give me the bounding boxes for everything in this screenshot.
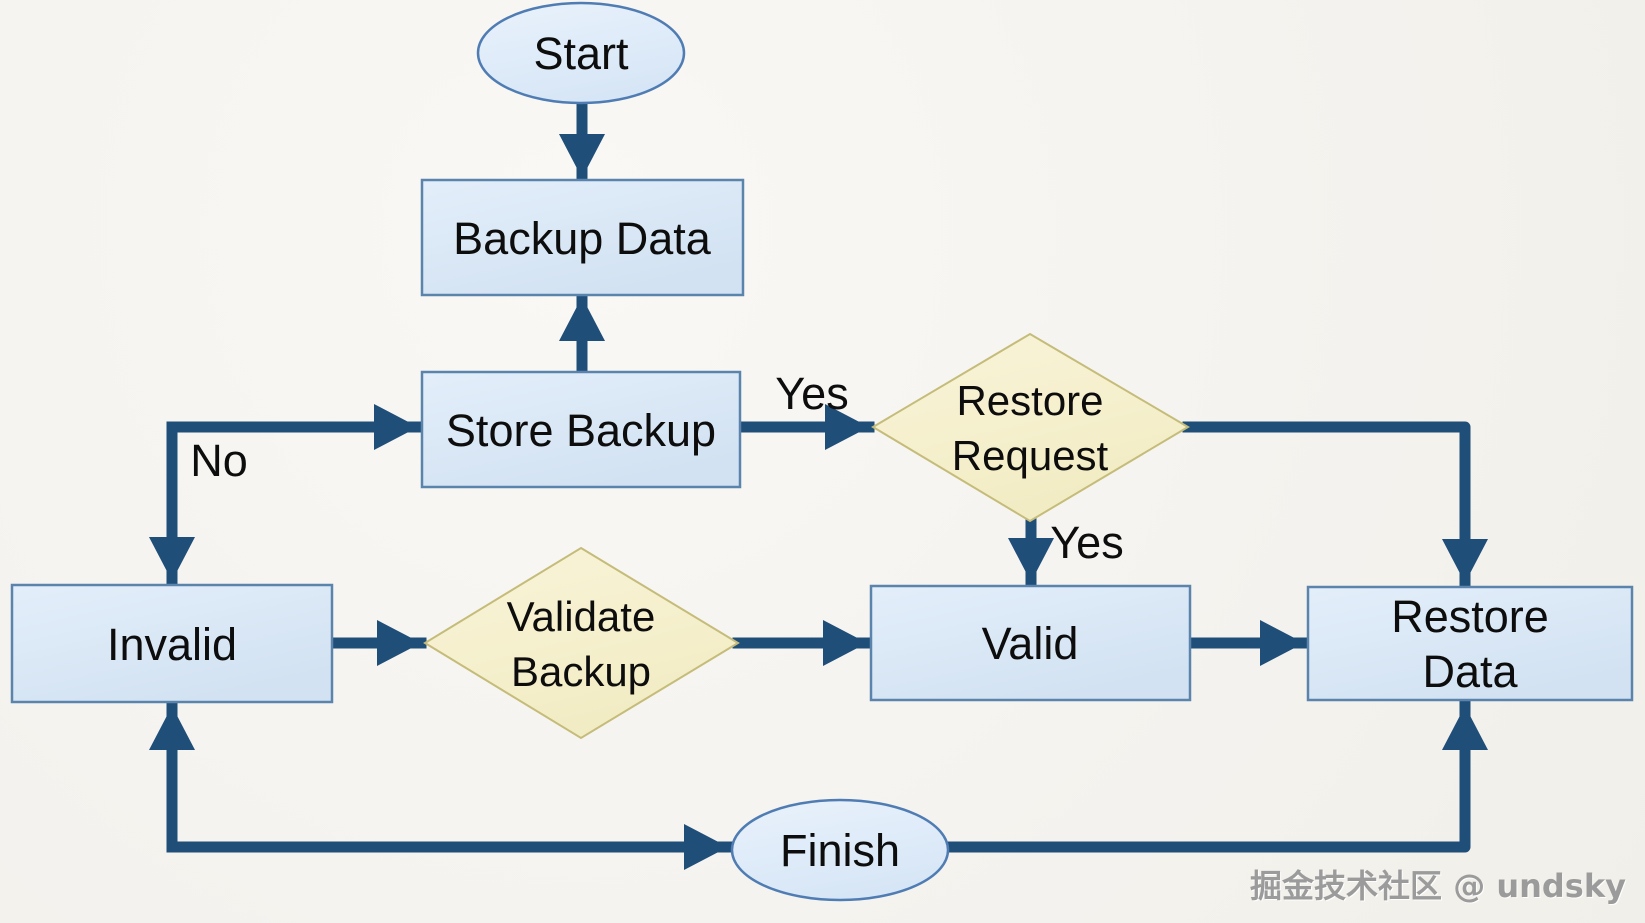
edge-finish-to-restore-data <box>941 700 1488 853</box>
node-finish: Finish <box>730 798 950 902</box>
node-backup-data: Backup Data <box>420 178 745 297</box>
valid-label: Valid <box>982 618 1079 669</box>
validate-backup-label-line2: Backup <box>511 648 651 695</box>
validate-backup-diamond <box>423 546 740 740</box>
restore-data-label-line2: Data <box>1422 646 1518 697</box>
start-ellipse <box>476 1 686 105</box>
restore-data-label-line1: Restore <box>1391 591 1549 642</box>
edge-label-yes-restore: Yes <box>1050 517 1123 568</box>
edges-layer <box>149 95 1488 870</box>
node-invalid: Invalid <box>10 583 334 704</box>
store-backup-rect <box>420 370 742 489</box>
invalid-rect <box>10 583 334 704</box>
finish-ellipse <box>730 798 950 902</box>
store-backup-label: Store Backup <box>446 405 716 456</box>
node-restore-data: Restore Data <box>1306 585 1634 702</box>
invalid-label: Invalid <box>107 619 237 670</box>
valid-rect <box>869 584 1192 702</box>
restore-request-label-line1: Restore <box>956 377 1103 424</box>
node-store-backup: Store Backup <box>420 370 742 489</box>
backup-data-label: Backup Data <box>453 213 712 264</box>
watermark: 掘金技术社区 @ undsky <box>1250 867 1626 905</box>
node-start: Start <box>476 1 686 105</box>
finish-label: Finish <box>780 825 900 876</box>
restore-request-diamond <box>871 332 1190 523</box>
edge-label-yes-store: Yes <box>775 368 848 419</box>
node-valid: Valid <box>869 584 1192 702</box>
edge-label-no: No <box>190 435 248 486</box>
node-validate-backup: Validate Backup <box>423 546 740 740</box>
restore-request-label-line2: Request <box>952 432 1109 479</box>
backup-data-rect <box>420 178 745 297</box>
edge-restore-request-to-restore-data <box>1182 421 1488 589</box>
edge-labels-layer: No Yes Yes <box>190 368 1123 568</box>
validate-backup-label-line1: Validate <box>507 593 656 640</box>
node-restore-request: Restore Request <box>871 332 1190 523</box>
start-label: Start <box>533 28 629 79</box>
restore-data-rect <box>1306 585 1634 702</box>
